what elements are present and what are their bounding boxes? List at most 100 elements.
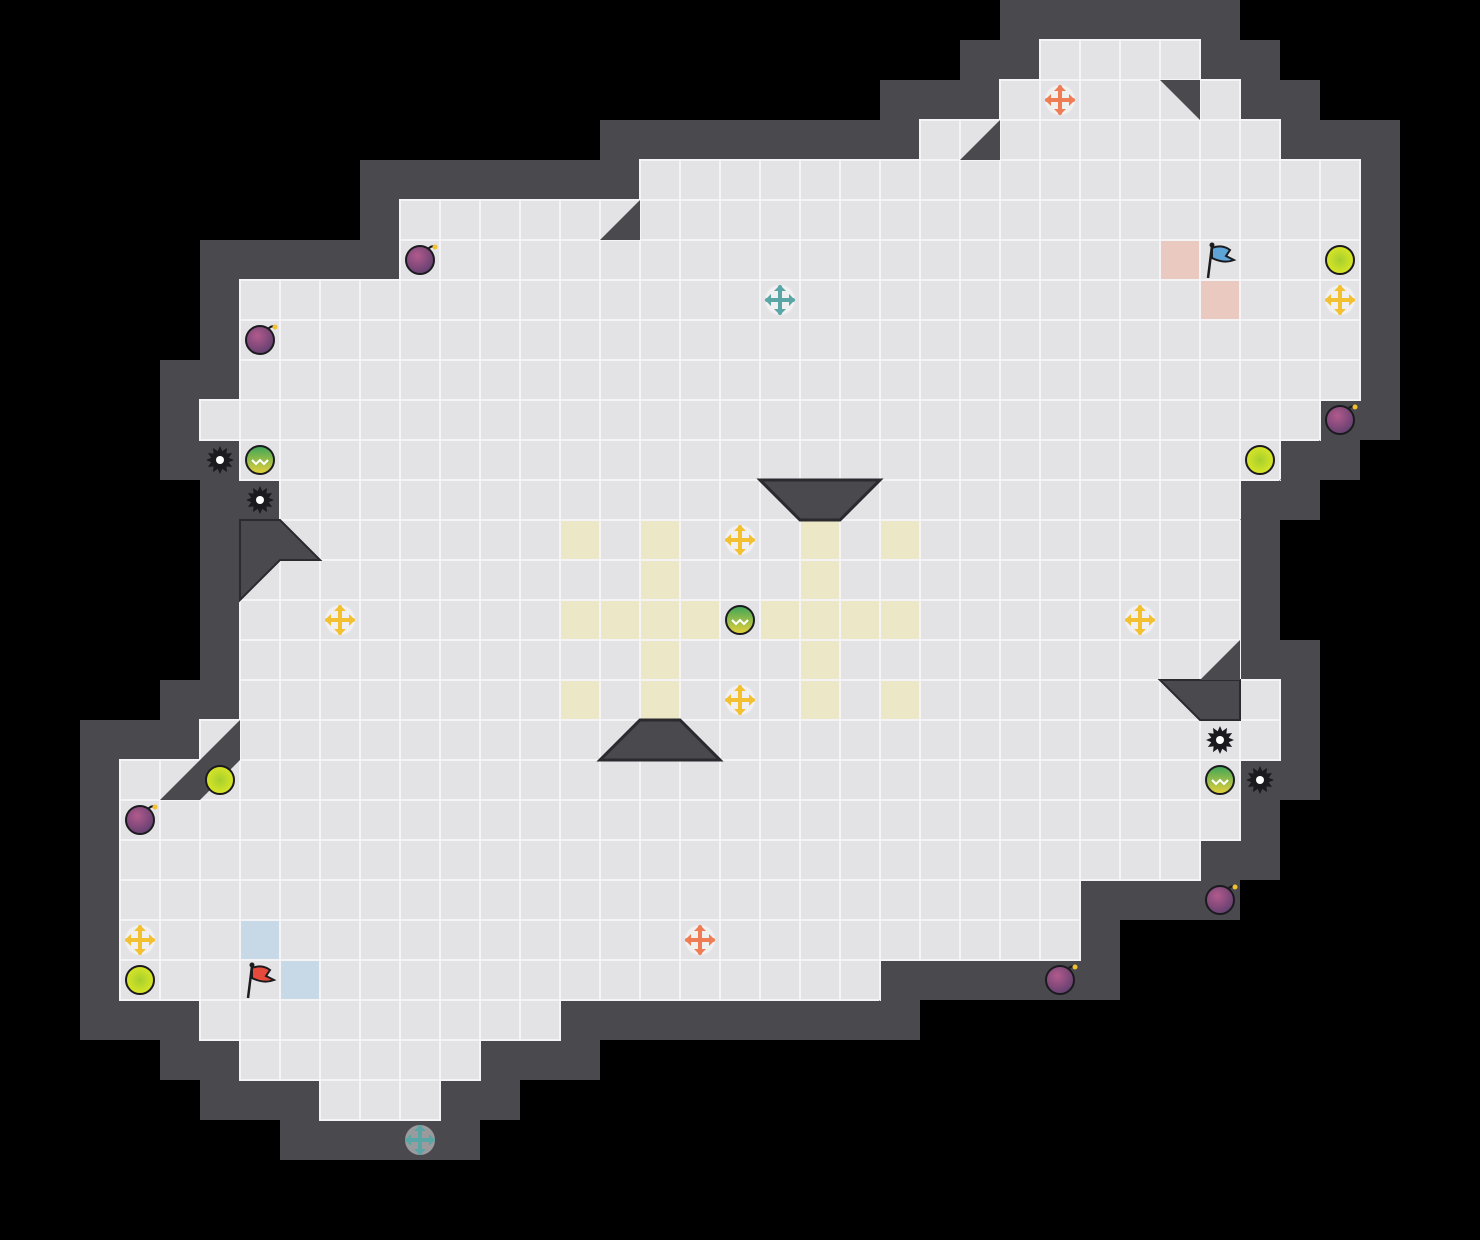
floor-tile[interactable] (879, 839, 921, 881)
floor-tile[interactable] (639, 319, 681, 361)
floor-tile[interactable] (1319, 359, 1361, 401)
floor-tile[interactable] (319, 919, 361, 961)
floor-tile[interactable] (599, 679, 641, 721)
floor-tile[interactable] (1319, 199, 1361, 241)
floor-tile[interactable] (759, 839, 801, 881)
bomb-icon[interactable] (1045, 964, 1078, 995)
floor-tile[interactable] (1239, 679, 1281, 721)
floor-tile[interactable] (599, 319, 641, 361)
floor-tile[interactable] (479, 199, 521, 241)
floor-tile[interactable] (319, 559, 361, 601)
floor-tile[interactable] (919, 159, 961, 201)
move-arrows-icon[interactable] (1045, 85, 1075, 115)
floor-tile[interactable] (719, 959, 761, 1001)
floor-tile[interactable] (319, 959, 361, 1001)
floor-tile[interactable] (959, 799, 1001, 841)
floor-tile[interactable] (519, 799, 561, 841)
floor-tile[interactable] (399, 559, 441, 601)
floor-tile[interactable] (719, 799, 761, 841)
bomb-icon[interactable] (1325, 404, 1358, 435)
floor-tile[interactable] (119, 879, 161, 921)
floor-tile[interactable] (759, 399, 801, 441)
floor-tile[interactable] (439, 719, 481, 761)
floor-tile[interactable] (999, 279, 1041, 321)
floor-tile[interactable] (239, 999, 281, 1041)
floor-tile[interactable] (759, 159, 801, 201)
floor-tile[interactable] (1159, 439, 1201, 481)
floor-tile[interactable] (479, 679, 521, 721)
floor-tile[interactable] (599, 399, 641, 441)
floor-tile[interactable] (799, 799, 841, 841)
floor-tile[interactable] (1079, 559, 1121, 601)
floor-tile[interactable] (1039, 279, 1081, 321)
floor-tile[interactable] (479, 399, 521, 441)
floor-tile[interactable] (759, 319, 801, 361)
floor-tile[interactable] (359, 919, 401, 961)
floor-tile[interactable] (399, 519, 441, 561)
floor-tile[interactable] (399, 399, 441, 441)
floor-tile[interactable] (159, 839, 201, 881)
floor-tile[interactable] (439, 879, 481, 921)
floor-tile[interactable] (599, 839, 641, 881)
floor-tile[interactable] (519, 239, 561, 281)
floor-tile[interactable] (599, 439, 641, 481)
floor-tile[interactable] (1159, 759, 1201, 801)
floor-tile[interactable] (919, 519, 961, 561)
floor-tile[interactable] (959, 919, 1001, 961)
floor-tile[interactable] (1039, 199, 1081, 241)
floor-tile[interactable] (679, 839, 721, 881)
floor-tile[interactable] (759, 639, 801, 681)
floor-tile[interactable] (799, 159, 841, 201)
floor-tile[interactable] (999, 759, 1041, 801)
floor-tile[interactable] (1199, 119, 1241, 161)
floor-tile[interactable] (319, 799, 361, 841)
floor-tile[interactable] (279, 319, 321, 361)
floor-tile[interactable] (999, 359, 1041, 401)
floor-tile[interactable] (1159, 159, 1201, 201)
floor-tile[interactable] (519, 439, 561, 481)
floor-tile[interactable] (639, 959, 681, 1001)
floor-tile[interactable] (799, 879, 841, 921)
floor-tile[interactable] (359, 799, 401, 841)
floor-tile[interactable] (959, 519, 1001, 561)
floor-tile[interactable] (1039, 759, 1081, 801)
floor-tile[interactable] (639, 479, 681, 521)
floor-tile[interactable] (599, 239, 641, 281)
floor-tile[interactable] (399, 999, 441, 1041)
floor-tile[interactable] (639, 159, 681, 201)
floor-tile[interactable] (999, 399, 1041, 441)
floor-tile[interactable] (1199, 359, 1241, 401)
floor-tile[interactable] (959, 599, 1001, 641)
floor-tile[interactable] (1039, 359, 1081, 401)
floor-tile[interactable] (799, 319, 841, 361)
floor-tile[interactable] (599, 559, 641, 601)
floor-tile[interactable] (879, 199, 921, 241)
floor-tile[interactable] (1159, 399, 1201, 441)
floor-tile[interactable] (959, 759, 1001, 801)
floor-tile[interactable] (239, 639, 281, 681)
floor-tile[interactable] (1119, 639, 1161, 681)
floor-tile[interactable] (239, 879, 281, 921)
floor-tile[interactable] (439, 1039, 481, 1081)
floor-tile[interactable] (519, 279, 561, 321)
floor-tile[interactable] (719, 159, 761, 201)
floor-tile[interactable] (559, 879, 601, 921)
floor-tile[interactable] (279, 719, 321, 761)
floor-tile[interactable] (1239, 399, 1281, 441)
floor-tile[interactable] (1159, 719, 1201, 761)
floor-tile[interactable] (1039, 679, 1081, 721)
floor-tile[interactable] (1119, 39, 1161, 81)
floor-tile[interactable] (719, 879, 761, 921)
floor-tile[interactable] (1039, 719, 1081, 761)
floor-tile[interactable] (279, 559, 321, 601)
floor-tile[interactable] (879, 359, 921, 401)
floor-tile[interactable] (239, 599, 281, 641)
floor-tile[interactable] (959, 679, 1001, 721)
bomb-icon[interactable] (125, 804, 158, 835)
floor-tile[interactable] (399, 639, 441, 681)
floor-tile[interactable] (319, 999, 361, 1041)
floor-tile[interactable] (719, 359, 761, 401)
floor-tile[interactable] (159, 959, 201, 1001)
floor-tile[interactable] (1159, 39, 1201, 81)
floor-tile[interactable] (399, 1079, 441, 1121)
